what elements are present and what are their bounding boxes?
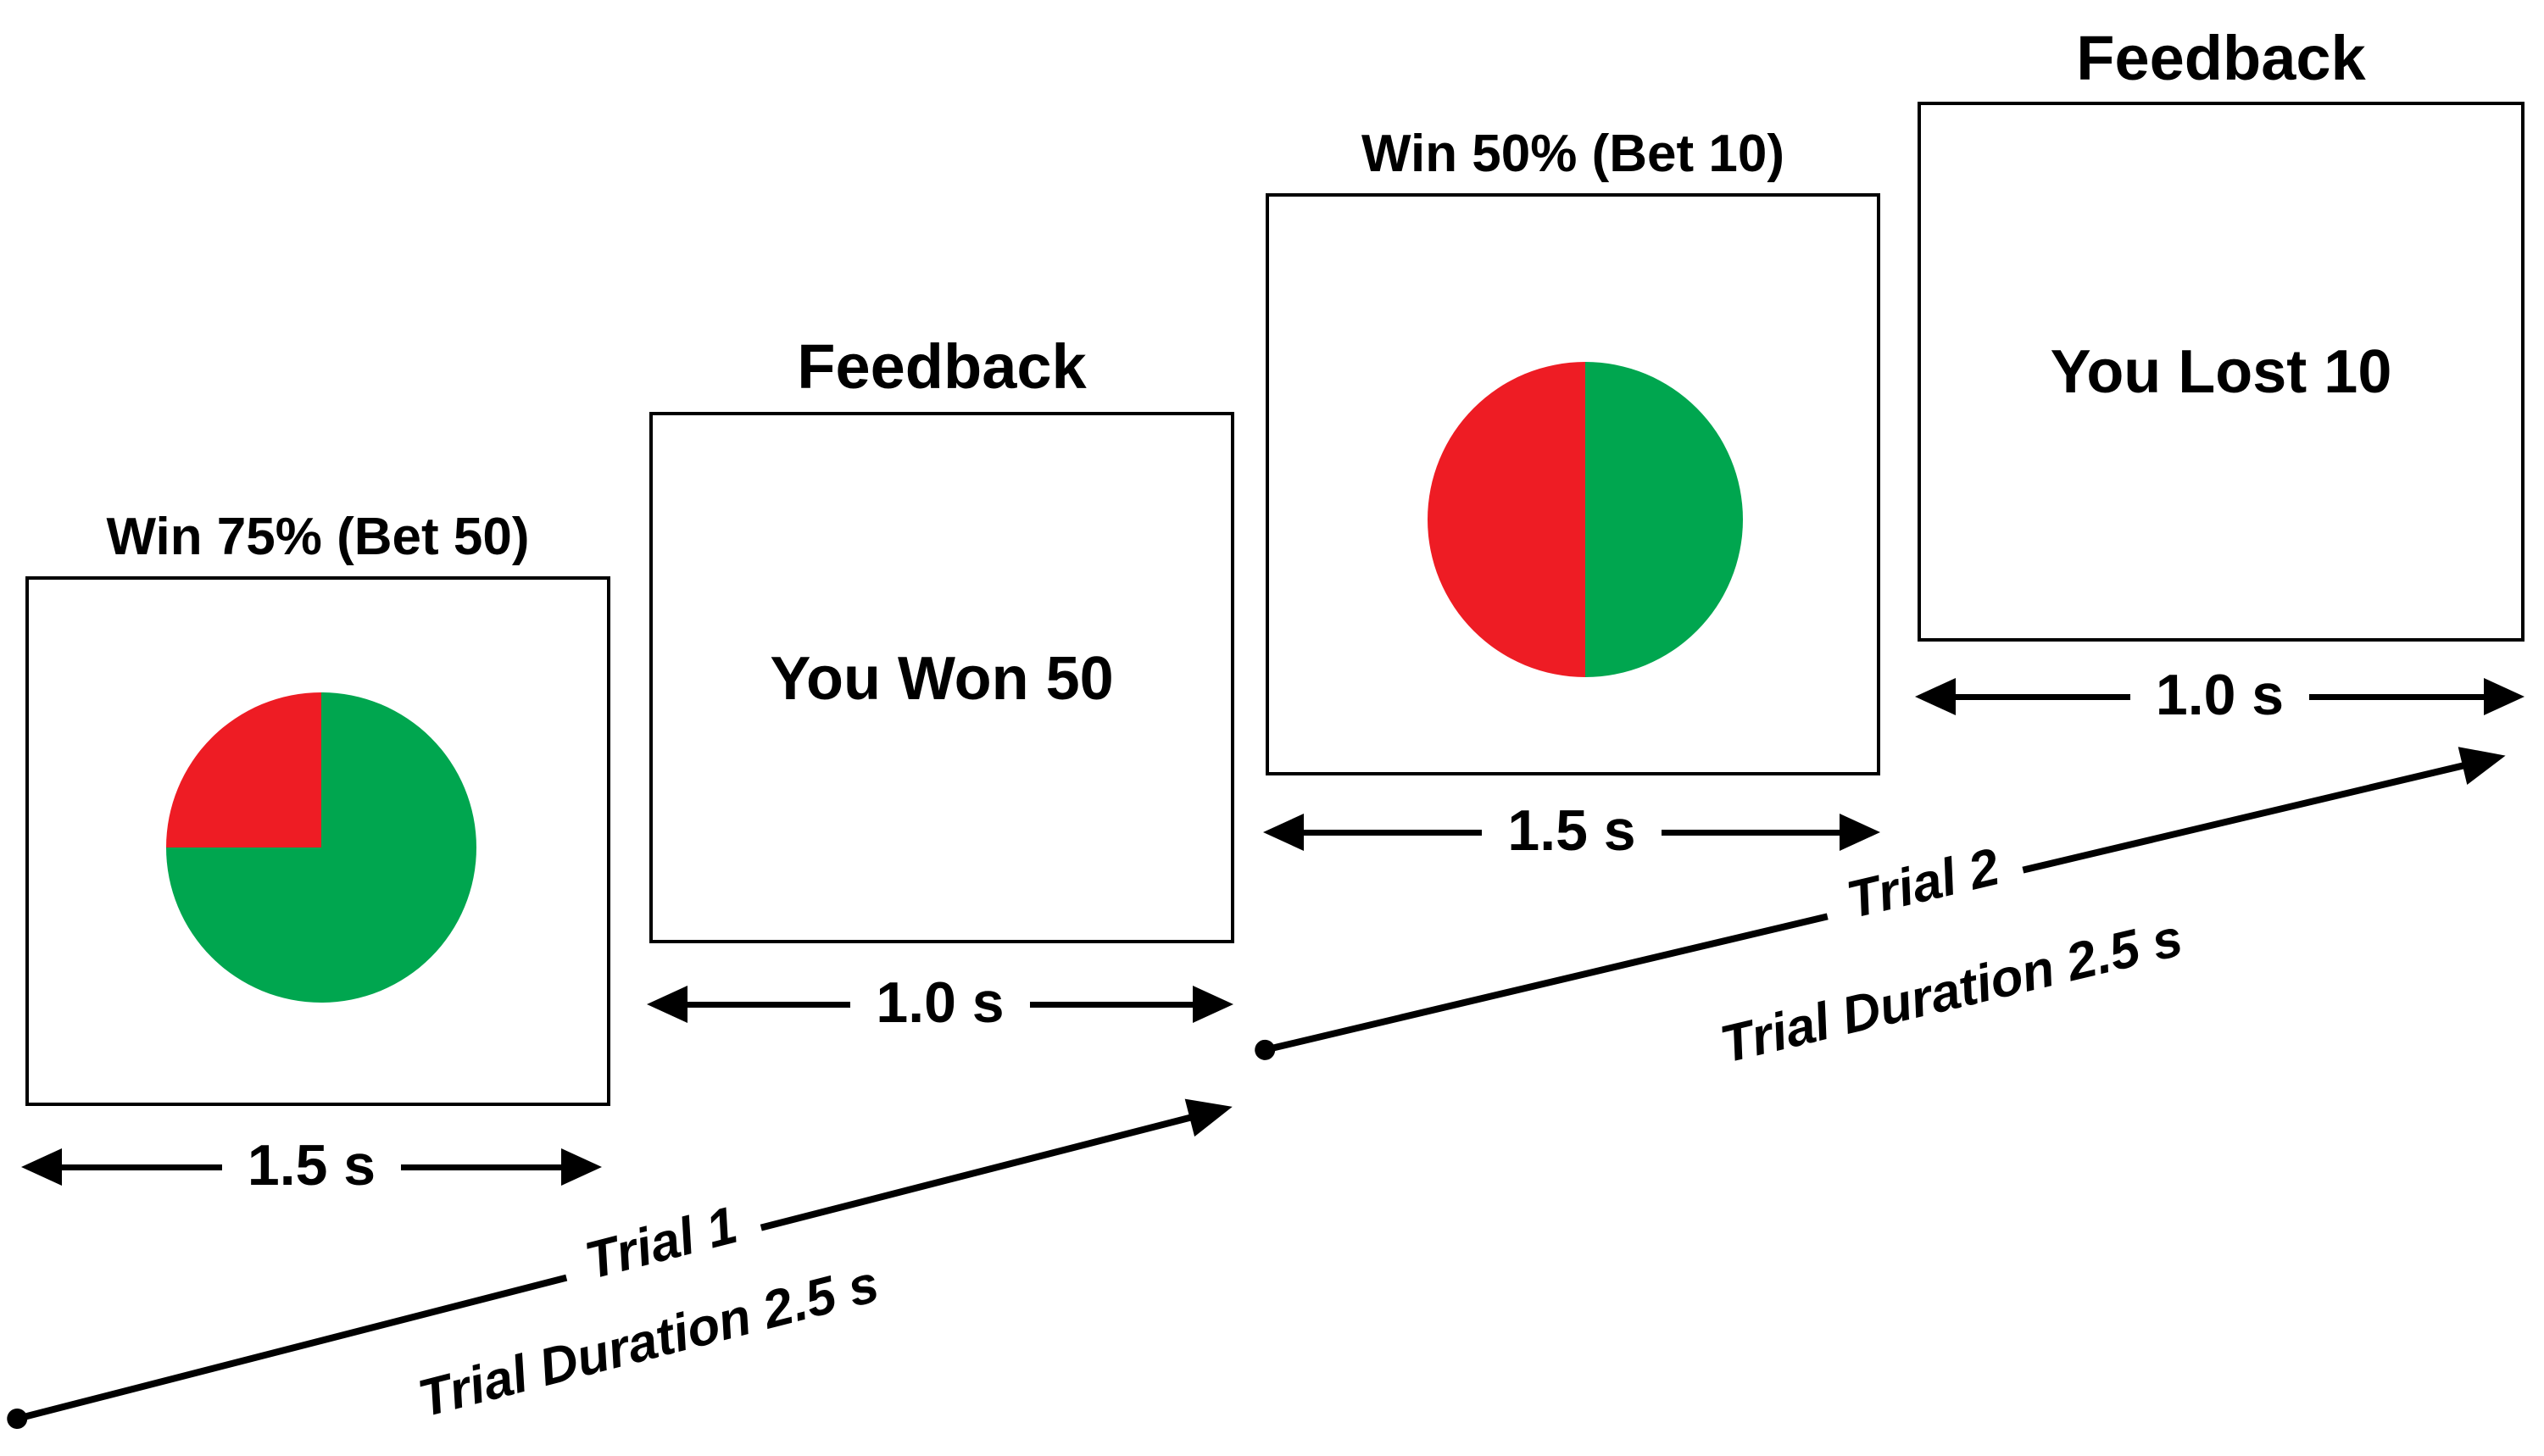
arrowhead-right-icon	[1193, 986, 1233, 1023]
panel1-stimulus-screen	[25, 576, 610, 1106]
duration-label: 1.0 s	[876, 970, 1005, 1035]
duration-label: 1.5 s	[247, 1133, 376, 1198]
arrowhead-left-icon	[1263, 814, 1304, 851]
panel4-duration-arrow: 1.0 s	[1915, 663, 2525, 727]
panel1-duration-arrow: 1.5 s	[21, 1133, 602, 1198]
arrowhead-left-icon	[647, 986, 687, 1023]
arrow-line	[1951, 693, 2130, 700]
panel4-title: Feedback	[2076, 23, 2366, 93]
arrow-line	[1029, 1001, 1198, 1008]
timeline-segment	[2022, 761, 2468, 874]
arrowhead-right-icon	[561, 1148, 602, 1186]
arrow-line	[401, 1164, 566, 1170]
arrowhead-icon	[2458, 736, 2510, 785]
feedback-won-text: You Won 50	[770, 645, 1114, 713]
arrowhead-right-icon	[1840, 814, 1880, 851]
duration-label: 1.5 s	[1507, 798, 1636, 863]
panel3-duration-arrow: 1.5 s	[1263, 798, 1880, 863]
arrowhead-left-icon	[1915, 678, 1956, 715]
arrow-line	[1661, 829, 1845, 836]
timeline-segment	[760, 1113, 1195, 1231]
panel2-title: Feedback	[797, 331, 1087, 402]
panel2-duration-arrow: 1.0 s	[647, 970, 1233, 1035]
trial1-timeline-arrow: Trial 1	[0, 1072, 1241, 1455]
trial1-label: Trial 1	[579, 1195, 743, 1291]
panel2-stimulus-screen	[649, 412, 1234, 943]
panel3-title: Win 50% (Bet 10)	[1361, 125, 1784, 183]
gamble-pie-75-25-icon	[166, 692, 476, 1003]
arrow-line	[2309, 693, 2489, 700]
arrowhead-icon	[1184, 1087, 1238, 1137]
gamble-pie-50-50-icon	[1428, 362, 1743, 677]
feedback-lost-text: You Lost 10	[2050, 338, 2392, 406]
arrow-line	[57, 1164, 222, 1170]
arrowhead-right-icon	[2484, 678, 2525, 715]
arrowhead-left-icon	[21, 1148, 62, 1186]
arrow-line	[1299, 829, 1483, 836]
duration-label: 1.0 s	[2155, 663, 2285, 727]
panel4-stimulus-screen	[1918, 102, 2525, 642]
panel3-stimulus-screen	[1266, 193, 1880, 775]
arrow-line	[682, 1001, 851, 1008]
panel1-title: Win 75% (Bet 50)	[106, 508, 530, 566]
